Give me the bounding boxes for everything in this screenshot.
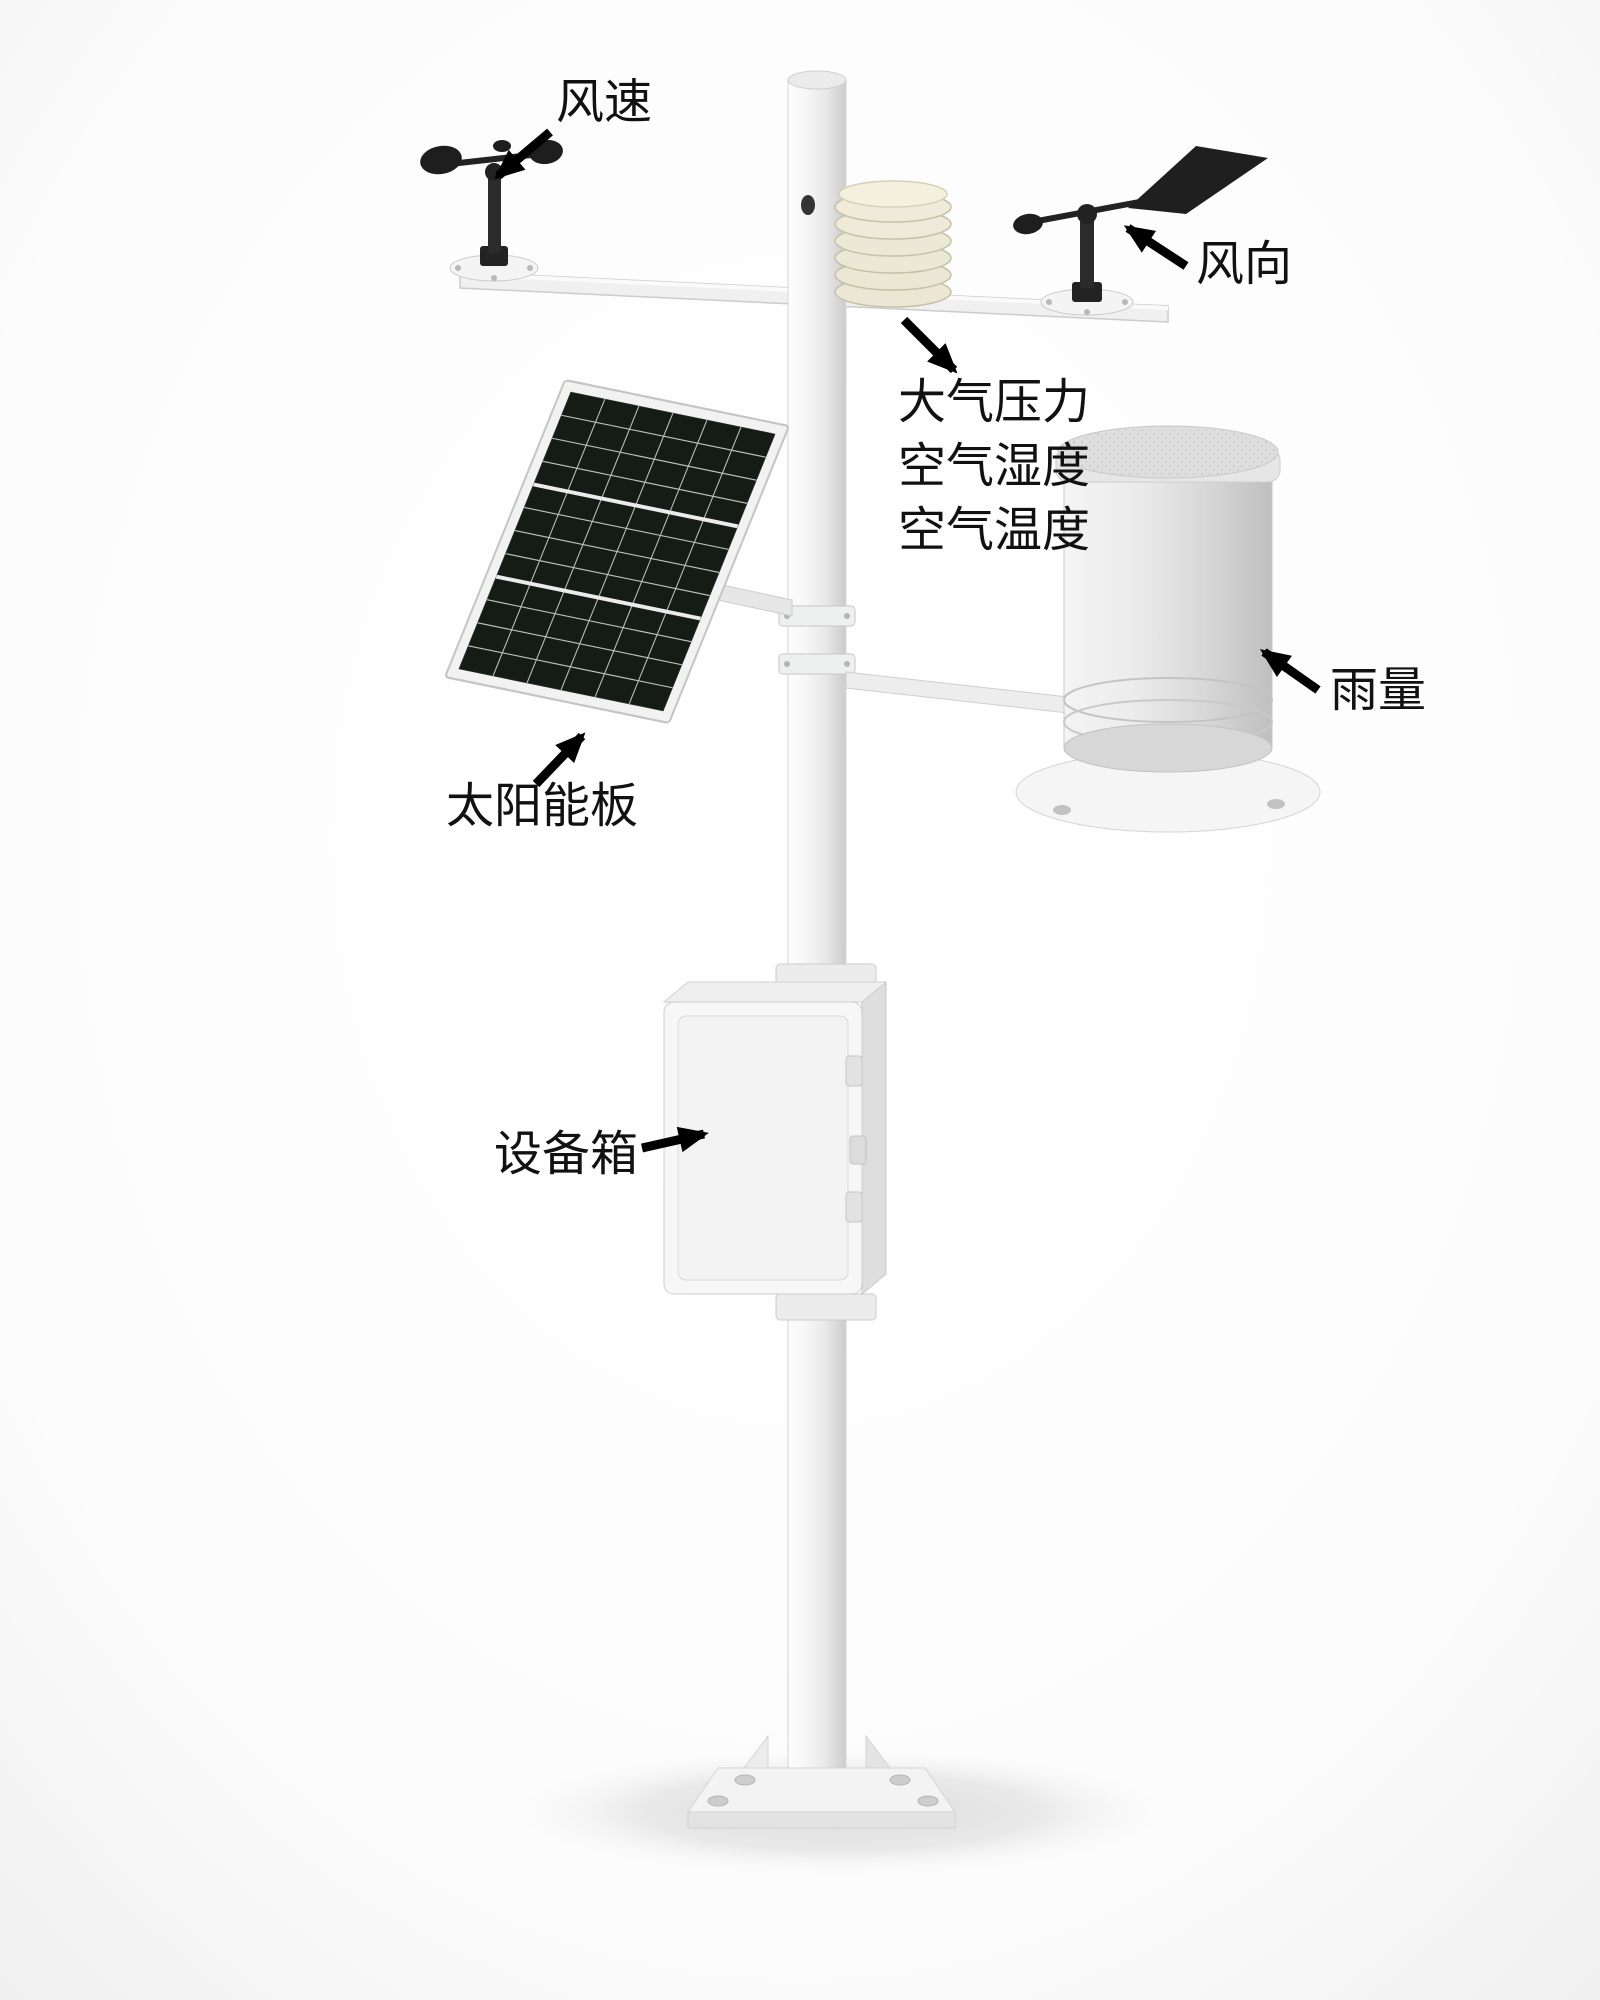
panel-busbars [495,482,739,621]
air-humidity-label: 空气湿度 [898,440,1090,493]
base-plate [687,1734,956,1829]
rain-gauge [1015,425,1321,833]
shield-cap [838,180,948,208]
solar-panel-label: 太阳能板 [446,780,638,833]
vane-tail-fin [1128,146,1268,214]
solar-panel [445,379,789,724]
wind-speed-arrow [494,128,553,180]
anemometer-cup-rear [493,140,511,152]
vane-stem [1080,214,1094,288]
callout-labels: 风速 风向 大气压力 空气湿度 空气温度 雨量 太阳能板 设备箱 [446,76,1426,1181]
solar-panel-arrow [532,732,586,788]
vane-counterweight [1013,213,1043,235]
atmo-sensors-arrow [900,316,958,374]
air-temperature-label: 空气温度 [898,504,1090,557]
box-hinge-top [845,1055,863,1087]
box-strap-bottom [775,1293,877,1321]
anemometer-cup-left [420,145,462,175]
atmo-pressure-label: 大气压力 [898,376,1090,429]
equipment-box-label: 设备箱 [494,1128,638,1181]
pole-clamp-lower [778,653,856,675]
radiation-shield [834,180,952,308]
vane-collar [1072,282,1102,302]
wind-direction-label: 风向 [1196,238,1292,291]
box-door [677,1015,849,1281]
wind-speed-label: 风速 [556,76,652,129]
equipment-box [662,963,888,1321]
wind-direction-arrow [1123,224,1189,270]
box-top-face [662,981,888,1003]
pole-cap [787,70,847,90]
mounting-pole [778,70,856,1769]
rain-gauge-bottom-rim [1063,723,1273,773]
pole-clamp-upper [778,605,856,627]
base-top-face [687,1767,956,1813]
box-hinge-bottom [845,1191,863,1223]
panel-grid [468,399,766,704]
wind-vane [1013,146,1268,316]
equipment-box-arrow [641,1126,709,1153]
pole-body [787,79,847,1769]
rain-gauge-body [1063,469,1273,749]
base-front-edge [687,1811,956,1829]
rainfall-arrow [1259,648,1321,694]
cable-hole [801,195,815,215]
rainfall-label: 雨量 [1330,664,1426,717]
callout-arrows [494,128,1321,1153]
anemometer-stem [488,176,501,254]
box-latch [849,1135,867,1165]
vane-hub [1077,204,1097,224]
